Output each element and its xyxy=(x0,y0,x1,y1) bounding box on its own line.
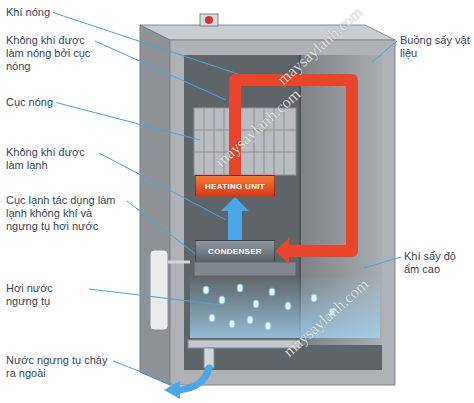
water-tank xyxy=(150,250,168,330)
unit-box: CONDENSER xyxy=(195,240,275,262)
cabinet-top xyxy=(140,25,395,40)
control-button xyxy=(205,16,213,24)
callout-label: Không khí được làm nóng bởi cục nóng xyxy=(6,34,92,73)
water-drop xyxy=(219,296,225,304)
water-drop xyxy=(229,320,235,328)
callout-label: Buồng sấy vật liệu xyxy=(400,34,470,60)
airflow-path xyxy=(228,210,242,240)
callout-label: Nước ngưng tụ chảy ra ngoài xyxy=(6,354,110,380)
callout-label: Hơi nước ngưng tụ xyxy=(6,282,86,308)
water-drop xyxy=(311,294,317,302)
water-drop xyxy=(203,286,209,294)
water-drop xyxy=(209,314,215,322)
water-drop xyxy=(285,302,291,310)
condenser-coil xyxy=(194,262,296,276)
callout-label: Cục nóng xyxy=(6,96,53,109)
control-box xyxy=(200,14,218,26)
leader-line xyxy=(364,257,401,268)
fin-line xyxy=(204,108,205,175)
cabinet-front xyxy=(170,40,395,385)
water-drop xyxy=(253,300,259,308)
callout-label: Khí sấy độ ẩm cao xyxy=(404,250,470,276)
callout-label: Không khí được làm lạnh xyxy=(6,146,96,172)
fin-line xyxy=(284,108,285,175)
water-drop xyxy=(247,316,253,324)
drain-arrow xyxy=(178,368,209,390)
cutaway-interior xyxy=(184,55,382,370)
leader-line xyxy=(56,103,200,141)
unit-label: HEATING UNIT xyxy=(205,182,265,191)
tank-pipe xyxy=(168,261,190,264)
leader-line xyxy=(113,361,172,384)
leader-line xyxy=(89,289,222,305)
unit-box: HEATING UNIT xyxy=(195,175,275,197)
fin-line xyxy=(214,108,215,175)
cabinet-side xyxy=(140,25,170,385)
arrowhead xyxy=(275,238,289,264)
water-drop xyxy=(269,288,275,296)
leader-line xyxy=(95,41,226,100)
leader-line xyxy=(372,41,397,62)
callout-label: Cục lạnh tác dụng làm lạnh không khí và … xyxy=(6,194,124,233)
airflow-arrow xyxy=(221,197,249,240)
callout-label: Khí nóng xyxy=(6,6,50,19)
arrowhead xyxy=(221,197,249,211)
unit-label: CONDENSER xyxy=(208,247,262,256)
water-drop xyxy=(265,322,271,330)
leader-line xyxy=(127,201,198,256)
water-drop xyxy=(237,284,243,292)
